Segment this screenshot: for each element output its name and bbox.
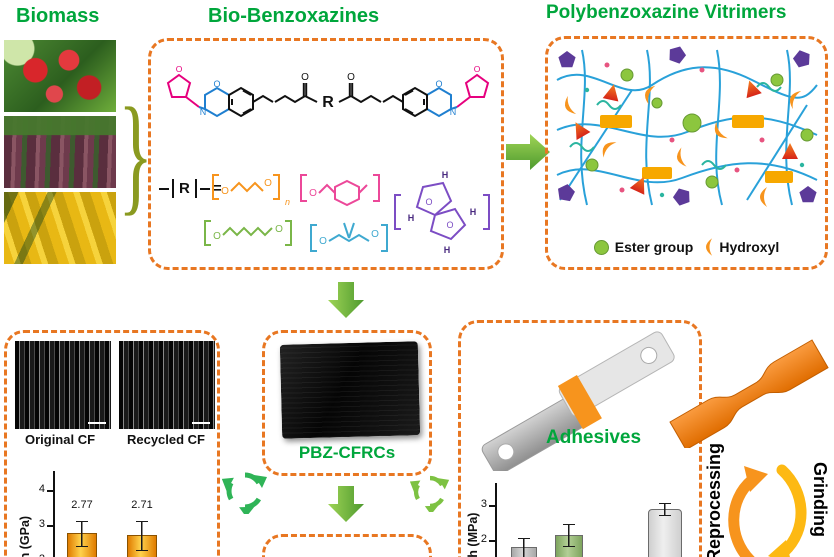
cycle-arrows-icon: [728, 464, 807, 557]
pbz-cfrc-label: PBZ-CFRCs: [298, 443, 396, 462]
arrow-down-icon: [328, 282, 364, 318]
equals-sign: =: [212, 180, 222, 197]
network-legend: Ester group Hydroxyl: [548, 235, 825, 259]
y-axis: [53, 471, 55, 557]
svg-text:O: O: [446, 220, 453, 230]
svg-text:O: O: [371, 229, 379, 240]
r-group-cyclohexane-structure: O: [300, 174, 380, 207]
r-group-aliphatic-structure: O O: [204, 220, 292, 246]
y-axis-label: Strength (GPa): [18, 500, 32, 557]
svg-text:O: O: [435, 79, 442, 89]
error-bar: [76, 520, 88, 548]
arrow-right-icon: [506, 134, 550, 170]
vitrimer-network-box: Ester group Hydroxyl: [545, 36, 828, 270]
cf-strength-chart: 4 3 2 2.77 2.71 Strength (GPa): [7, 333, 217, 557]
r-group-isosorbide-structure: O O H H H H: [394, 170, 490, 255]
svg-text:O: O: [425, 197, 432, 207]
svg-text:O: O: [213, 79, 220, 89]
scale-bar: [192, 422, 210, 424]
svg-text:H: H: [444, 245, 451, 255]
hydroxyl-legend-label: Hydroxyl: [719, 239, 780, 255]
bio-benzoxazines-title: Bio-Benzoxazines: [208, 5, 380, 27]
error-bar: [136, 521, 148, 552]
adhesives-box: Adhesives 3 2 Strength (MPa): [458, 320, 702, 557]
bio-benzoxazines-box: O O N O O N O O R R =: [148, 38, 504, 270]
recycled-cf-label: Recycled CF: [126, 432, 206, 447]
y-axis: [495, 483, 497, 557]
svg-text:n: n: [285, 197, 290, 207]
adhesives-label: Adhesives: [546, 427, 642, 448]
bis-benzoxazine-structure: O O N O O N O O R: [167, 64, 489, 117]
svg-text:O: O: [275, 224, 283, 235]
vitrimers-title: Polybenzoxazine Vitrimers: [546, 2, 787, 23]
svg-text:O: O: [309, 188, 317, 199]
svg-text:O: O: [221, 186, 229, 197]
biomass-photo-corn: [4, 192, 116, 264]
biomass-photo-sugarcane: [4, 116, 116, 188]
svg-text:N: N: [200, 107, 207, 117]
dogbone-specimen-image: [669, 339, 829, 448]
tick-3: 3: [480, 498, 487, 510]
carbon-fiber-panel: Original CF Recycled CF 4 3 2 2.77 2.71 …: [4, 330, 220, 557]
bar-value-label: 2.77: [71, 499, 93, 511]
svg-text:H: H: [470, 207, 477, 217]
composite-plate-image: [279, 341, 421, 439]
svg-text:O: O: [264, 178, 272, 189]
svg-text:O: O: [347, 72, 355, 83]
tick-2: 2: [31, 553, 45, 557]
r-bracket: R: [172, 179, 197, 198]
svg-text:O: O: [301, 72, 309, 83]
biomass-title: Biomass: [16, 5, 100, 27]
svg-text:O: O: [176, 64, 183, 74]
svg-text:N: N: [450, 107, 457, 117]
svg-text:O: O: [213, 231, 221, 242]
tick-3: 3: [38, 518, 45, 530]
original-cf-label: Original CF: [24, 432, 96, 447]
lap-shear-specimen-image: [481, 331, 675, 471]
r-group-neopentyl-structure: O O: [310, 222, 388, 252]
pbz-cfrc-box: PBZ-CFRCs: [262, 330, 432, 476]
svg-text:H: H: [408, 213, 415, 223]
error-bar: [563, 524, 575, 548]
svg-text:O: O: [474, 64, 481, 74]
y-axis-label: Strength (MPa): [466, 497, 480, 557]
crosslinked-network-illustration: [556, 45, 818, 207]
bar-value-label: 2.71: [131, 499, 153, 511]
hydroxyl-icon: [706, 238, 713, 256]
adhesive-strength-chart: 3 2 Strength (MPa): [461, 323, 699, 557]
tick-4: 4: [38, 483, 45, 495]
bar-adhesive-3: [648, 508, 682, 557]
error-bar: [518, 538, 530, 557]
bond-dash: [159, 187, 169, 190]
ester-group-icon: [593, 239, 609, 255]
crosslink-rod: [600, 115, 632, 128]
bottom-box-partial: [262, 534, 432, 557]
scale-bar: [88, 422, 106, 424]
svg-text:O: O: [319, 236, 327, 247]
recycle-icon: [222, 468, 267, 514]
svg-text:H: H: [442, 170, 449, 180]
r-definition: R =: [159, 179, 222, 198]
biomass-photo-apples: [4, 40, 116, 112]
recycle-icon: [410, 472, 450, 512]
arrow-down-icon: [328, 486, 364, 522]
ester-legend-label: Ester group: [614, 239, 694, 255]
biomass-brace: }: [118, 80, 154, 227]
tick-2: 2: [480, 533, 487, 545]
r-group-peg-structure: O O n: [212, 174, 290, 207]
sem-image-recycled-cf: [119, 341, 215, 429]
r-group-symbol: R: [322, 94, 334, 111]
error-bar: [659, 503, 671, 516]
bond-dash: [199, 187, 210, 190]
sem-image-original-cf: [15, 341, 111, 429]
